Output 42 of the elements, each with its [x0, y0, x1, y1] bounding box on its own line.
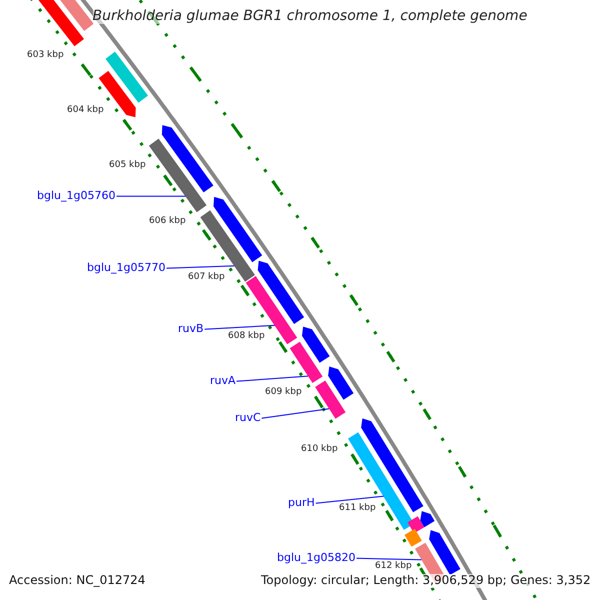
- gene-label: ruvC: [235, 412, 261, 425]
- scale-label: 611 kbp: [339, 503, 376, 514]
- gene-feature: [315, 380, 346, 419]
- genome-info-text: Topology: circular; Length: 3,906,529 bp; Genes: 3,352: [261, 574, 591, 588]
- gene-feature: [162, 125, 214, 192]
- leader-line: [315, 496, 384, 504]
- leader-line: [356, 558, 422, 560]
- gene-feature: [328, 366, 354, 400]
- gene-feature: [106, 52, 148, 103]
- scale-label: 603 kbp: [27, 50, 64, 60]
- gene-label: bglu_1g05770: [87, 262, 166, 275]
- leader-line: [261, 408, 330, 419]
- leader-line: [236, 376, 308, 382]
- gene-feature: [420, 511, 435, 528]
- gene-feature: [148, 138, 207, 212]
- scale-label: 605 kbp: [109, 160, 146, 170]
- gene-feature: [214, 196, 262, 262]
- gene-label: bglu_1g05820: [277, 552, 356, 565]
- gene-label: purH: [288, 497, 315, 510]
- leader-line: [166, 265, 235, 269]
- leader-line: [116, 196, 186, 197]
- scale-label: 610 kbp: [301, 444, 338, 454]
- scale-label: 609 kbp: [265, 387, 302, 398]
- gene-feature: [408, 516, 424, 534]
- diagram-title: Burkholderia glumae BGR1 chromosome 1, complete genome: [92, 8, 528, 24]
- gene-feature: [361, 418, 424, 512]
- scale-label: 604 kbp: [67, 105, 104, 116]
- gene-label: ruvA: [210, 375, 236, 388]
- gene-feature: [404, 528, 422, 547]
- leader-line: [204, 324, 276, 330]
- gene-feature: [290, 342, 323, 383]
- accession-text: Accession: NC_012724: [9, 574, 146, 588]
- gene-label: ruvB: [178, 323, 204, 336]
- gene-label: bglu_1g05760: [37, 190, 116, 203]
- scale-label: 606 kbp: [149, 216, 186, 226]
- gene-feature: [302, 326, 330, 363]
- scale-label: 612 kbp: [375, 561, 412, 572]
- scale-label: 608 kbp: [228, 331, 265, 342]
- scale-label: 607 kbp: [188, 272, 225, 282]
- gene-feature: [246, 276, 298, 344]
- gene-feature: [258, 260, 304, 324]
- gene-feature: [429, 530, 460, 575]
